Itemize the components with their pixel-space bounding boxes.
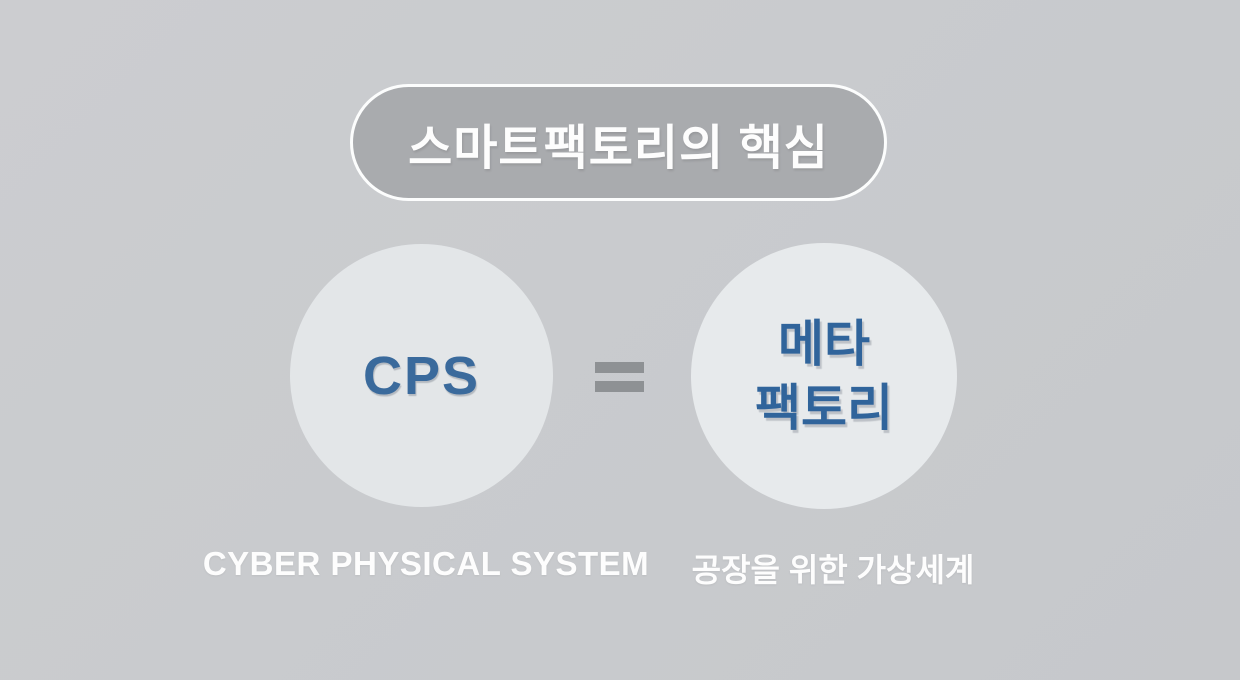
metafactory-term-line2: 팩토리 <box>755 380 893 436</box>
cps-caption: CYBER PHYSICAL SYSTEM <box>202 545 650 582</box>
equals-bar-bottom <box>595 381 644 392</box>
metafactory-circle: 메타 팩토리 <box>691 243 957 509</box>
slide-title: 스마트팩토리의 핵심 <box>408 121 829 175</box>
equals-icon <box>595 362 644 392</box>
title-pill: 스마트팩토리의 핵심 <box>350 84 887 201</box>
metafactory-term: 메타 팩토리 <box>755 312 893 440</box>
cps-circle: CPS <box>290 244 553 507</box>
equals-bar-top <box>595 362 644 373</box>
metafactory-term-line1: 메타 <box>778 316 870 372</box>
metafactory-caption: 공장을 위한 가상세계 <box>691 552 975 588</box>
cps-term: CPS <box>362 345 481 406</box>
